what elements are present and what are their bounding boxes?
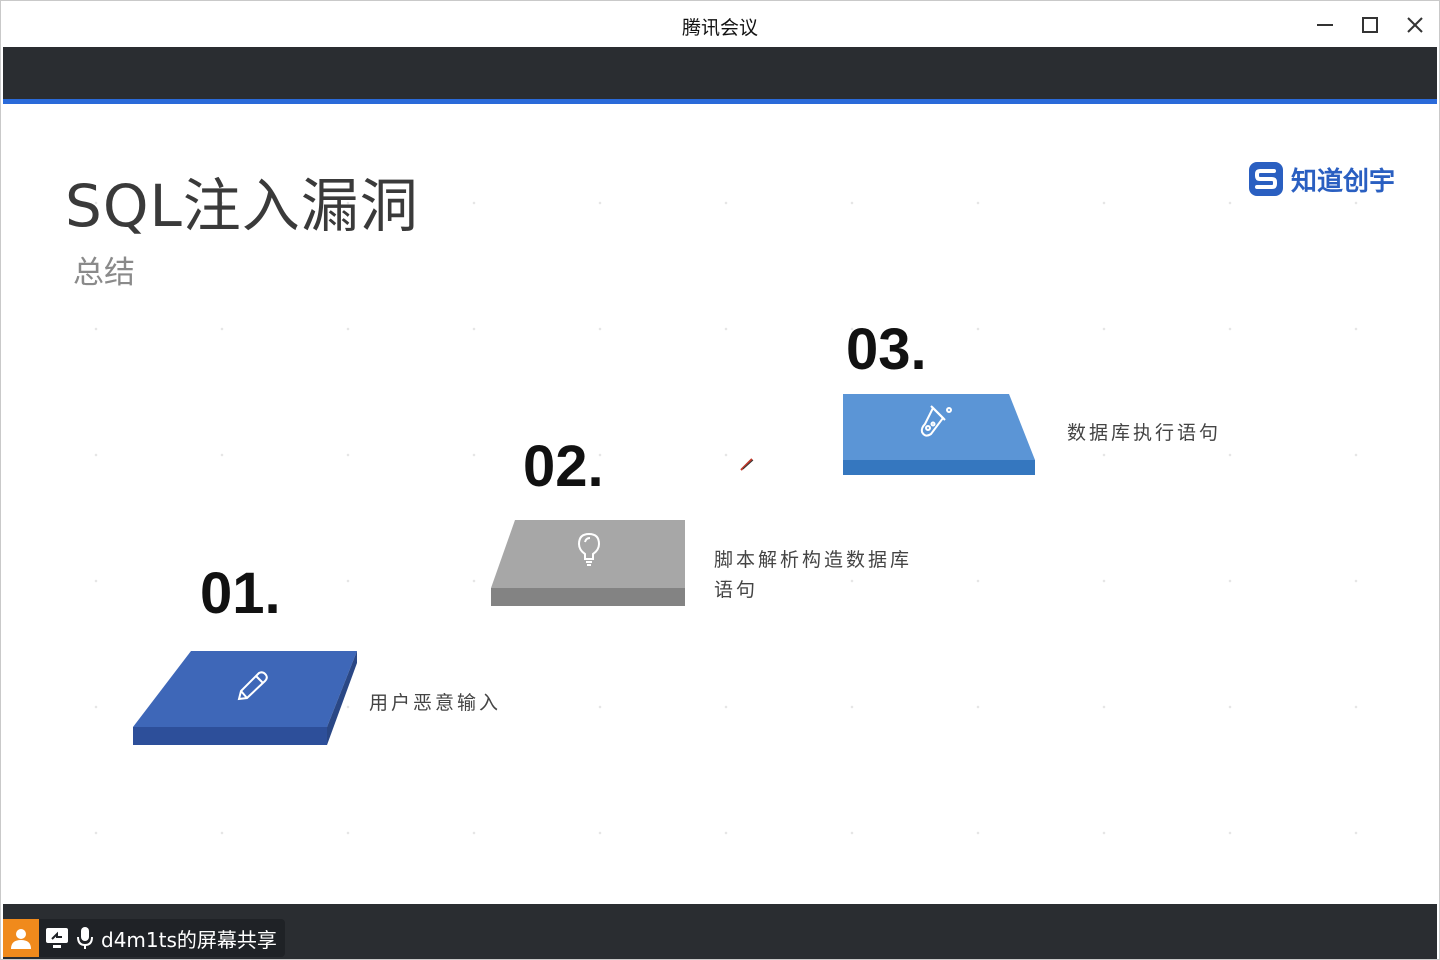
brand: 知道创宇: [1247, 160, 1395, 198]
slide-grid-background: [3, 104, 1437, 904]
microphone-status: [75, 926, 95, 950]
screen-share-indicator[interactable]: d4m1ts的屏幕共享: [3, 919, 285, 957]
shared-slide: SQL注入漏洞 总结 知道创宇 03. 数据库执行语句: [3, 104, 1437, 904]
step-number: 02.: [523, 434, 604, 499]
step-label-03: 数据库执行语句: [1067, 418, 1221, 448]
brand-name: 知道创宇: [1291, 166, 1396, 197]
zhidao-chuangyu-logo: [1249, 162, 1283, 196]
microphone-icon: [77, 927, 93, 949]
minimize-button[interactable]: [1305, 9, 1345, 41]
step-label-01: 用户恶意输入: [369, 688, 501, 718]
step-block-03: [843, 394, 1035, 475]
step-number: 03.: [846, 317, 927, 382]
step-label-line: 语句: [714, 579, 759, 601]
step-label-line: 脚本解析构造数据库: [714, 549, 913, 571]
close-button[interactable]: [1395, 9, 1435, 41]
pencil-icon: [237, 671, 268, 701]
window-title: 腾讯会议: [681, 17, 758, 39]
slide-subtitle: 总结: [73, 255, 135, 291]
minimize-icon: [1317, 24, 1333, 26]
screen-share-label: d4m1ts的屏幕共享: [101, 927, 277, 952]
screen-share-icon: [46, 928, 68, 948]
step-label-line: 数据库执行语句: [1067, 422, 1222, 444]
screen-share-status: [45, 927, 69, 949]
flask-icon: [920, 405, 952, 437]
title-bar: 腾讯会议: [1, 1, 1439, 47]
accent-line: [3, 99, 1437, 104]
step-label-line: 用户恶意输入: [369, 692, 502, 714]
maximize-button[interactable]: [1350, 9, 1390, 41]
maximize-icon: [1362, 17, 1378, 33]
step-block-02: [491, 520, 685, 606]
annotation-pen-icon: [740, 458, 754, 471]
step-block-01: [133, 651, 357, 745]
participant-avatar[interactable]: [3, 919, 39, 957]
person-icon: [11, 929, 31, 949]
top-dark-band: [3, 47, 1437, 99]
step-label-02: 脚本解析构造数据库 语句: [714, 545, 912, 605]
slide-title: SQL注入漏洞: [65, 172, 419, 240]
close-icon: [1407, 17, 1423, 33]
step-number: 01.: [200, 561, 281, 626]
lightbulb-icon: [577, 532, 601, 566]
